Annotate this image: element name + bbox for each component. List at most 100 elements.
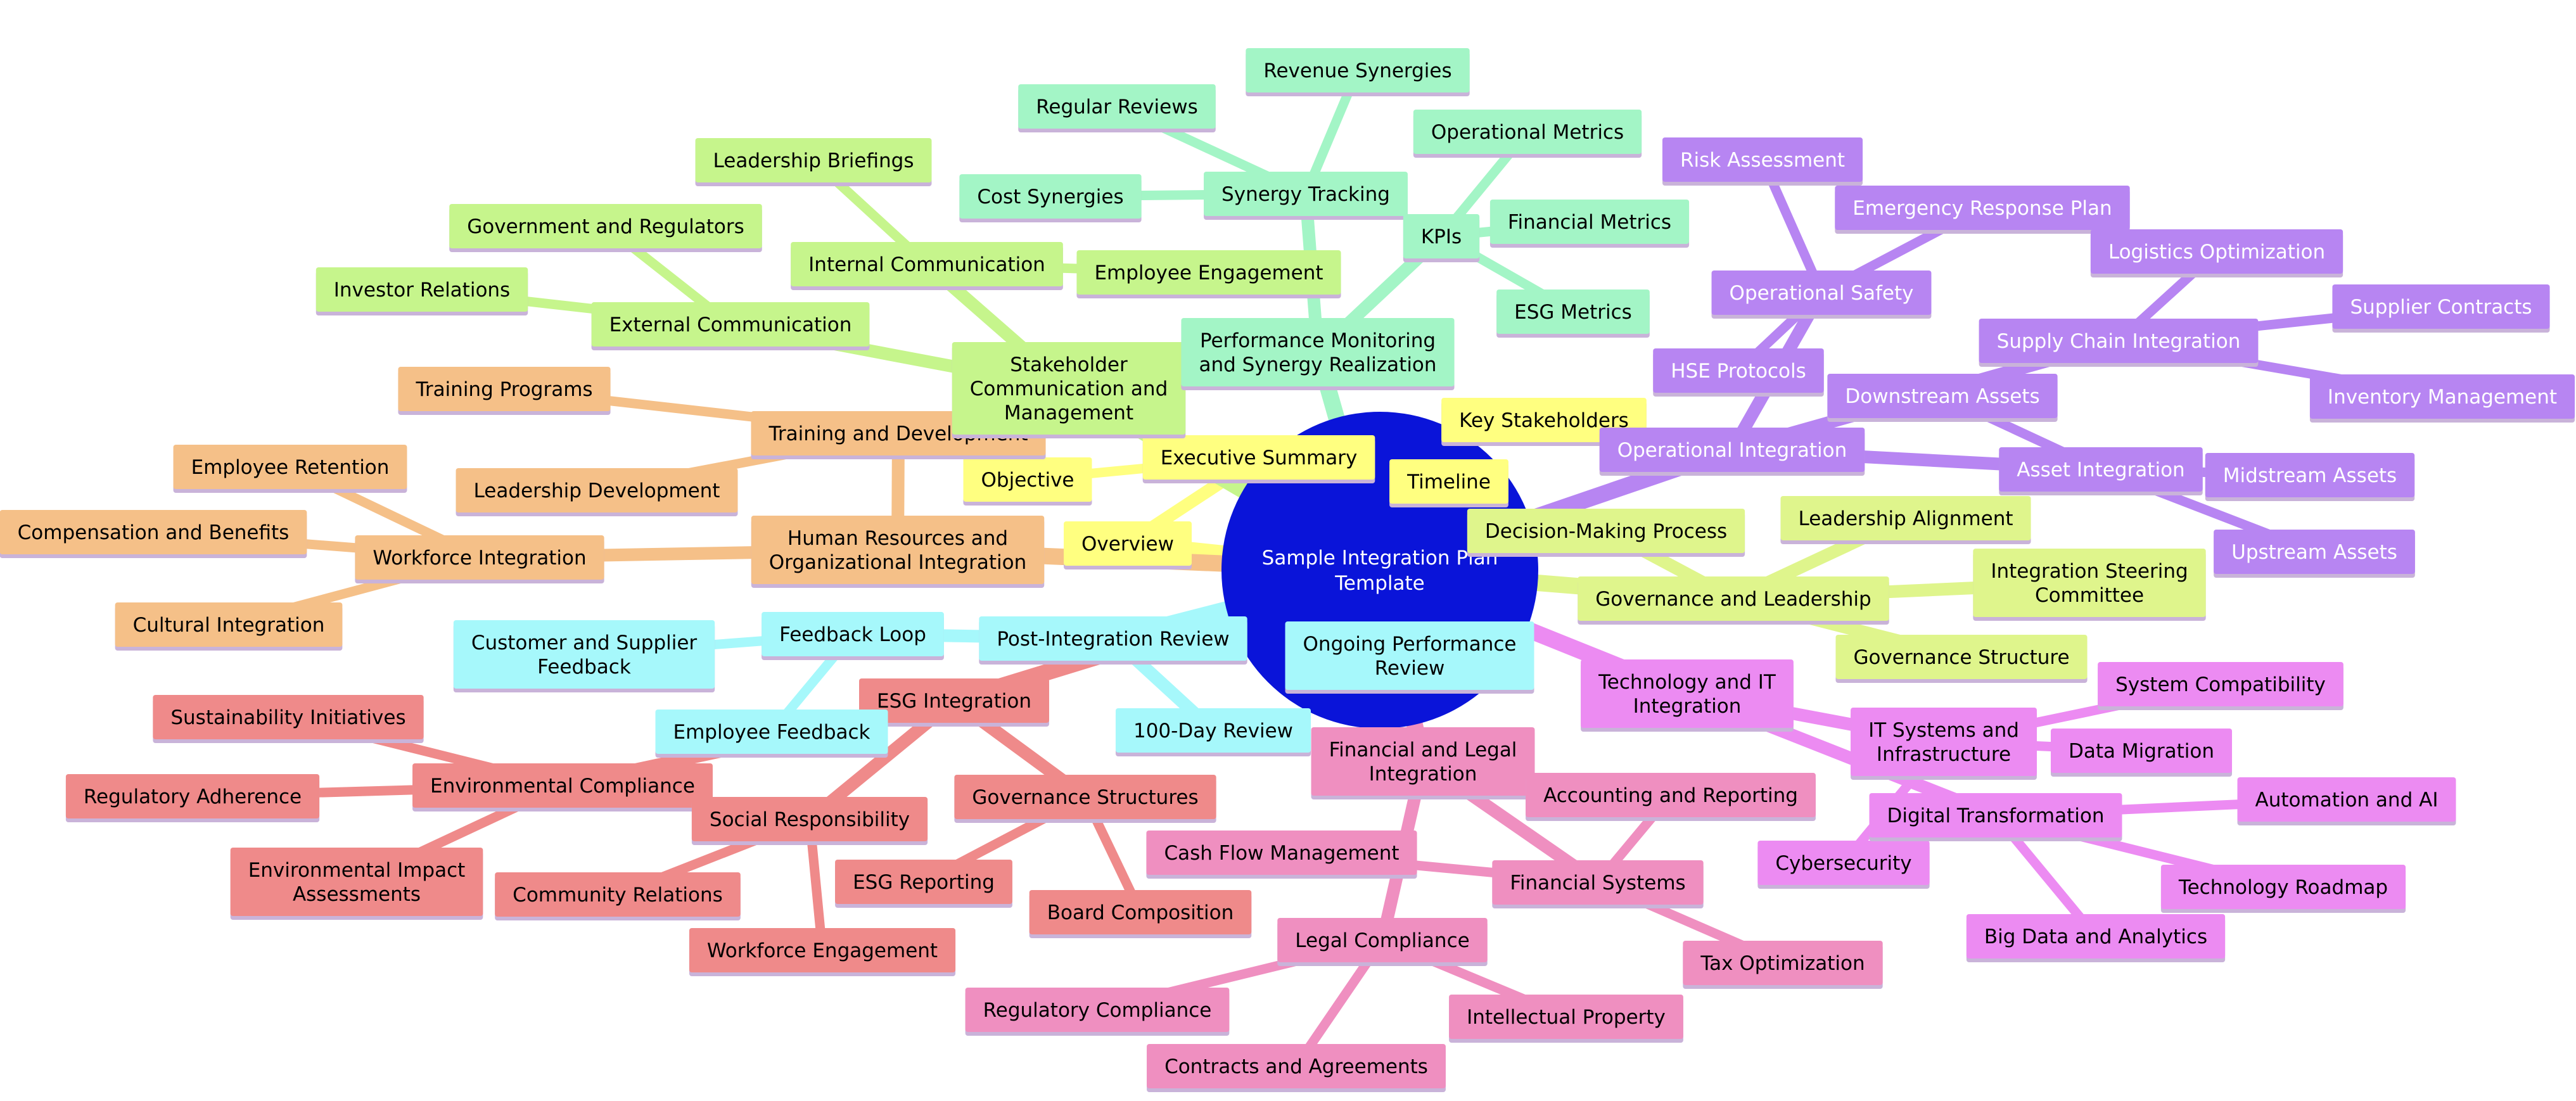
node-box [959,174,1142,219]
node-employee-feedback: Employee Feedback [655,710,888,758]
node-box [1966,914,2226,958]
node-big-data: Big Data and Analytics [1966,914,2226,962]
node-esg-reporting: ESG Reporting [835,860,1012,908]
node-workforce-engagement: Workforce Engagement [689,928,956,976]
node-box [1064,521,1192,566]
node-box [316,267,528,312]
node-leadership-dev: Leadership Development [456,468,738,516]
node-synergy-tracking: Synergy Tracking [1204,172,1408,220]
node-box [1147,1044,1446,1088]
node-asset-integration: Asset Integration [1999,447,2203,495]
node-box [1578,576,1889,621]
node-box [355,535,604,580]
node-employee-engagement: Employee Engagement [1076,250,1341,298]
node-box [1403,214,1480,258]
node-operational: Operational Integration [1599,428,1865,476]
node-esg-metrics: ESG Metrics [1496,290,1650,338]
node-regulatory-adherence: Regulatory Adherence [65,774,320,822]
node-box [0,510,307,554]
node-regular-reviews: Regular Reviews [1018,84,1216,132]
node-community-relations: Community Relations [495,872,741,920]
node-box [954,775,1216,819]
node-emergency-response: Emergency Response Plan [1835,186,2130,234]
node-supplier-contracts: Supplier Contracts [2332,284,2550,333]
node-operational-safety: Operational Safety [1711,270,1932,319]
node-box [1526,773,1816,817]
node-box [1711,270,1932,315]
node-environmental-compliance: Environmental Compliance [412,763,713,811]
node-box [230,848,483,916]
node-intellectual-property: Intellectual Property [1449,995,1683,1043]
node-day100-review: 100-Day Review [1115,708,1311,756]
node-internal-comm: Internal Communication [791,242,1063,290]
node-box [791,242,1063,286]
node-box [65,774,320,818]
node-regulatory-compliance: Regulatory Compliance [965,988,1230,1036]
node-kpis: KPIs [1403,214,1480,262]
node-box [1076,250,1341,295]
node-box [1973,549,2206,617]
node-box [2160,865,2406,909]
node-tax-optimization: Tax Optimization [1683,941,1883,989]
node-box [1581,659,1794,728]
node-box [1204,172,1408,216]
node-compensation: Compensation and Benefits [0,510,307,558]
node-box [859,678,1049,723]
node-box [1018,84,1216,129]
node-financial-metrics: Financial Metrics [1489,200,1690,248]
node-box [2237,777,2456,822]
node-governance-structures: Governance Structures [954,775,1216,823]
node-box [979,616,1247,661]
node-box [449,204,762,248]
node-box [2205,453,2415,497]
node-box [1827,374,2058,418]
node-box [1780,496,2031,540]
node-upstream: Upstream Assets [2214,530,2415,578]
node-box [1599,428,1865,472]
node-decision-making: Decision-Making Process [1467,509,1745,557]
node-box [2332,284,2550,329]
node-box [398,367,611,411]
node-governance: Governance and Leadership [1578,576,1889,625]
node-box [2050,729,2233,773]
node-overview: Overview [1064,521,1192,570]
node-legal-compliance: Legal Compliance [1277,918,1488,966]
node-box [689,928,956,972]
node-board-composition: Board Composition [1029,890,1252,938]
node-midstream: Midstream Assets [2205,453,2415,501]
node-operational-metrics: Operational Metrics [1413,110,1642,158]
node-supply-chain: Supply Chain Integration [1979,319,2259,367]
node-automation-ai: Automation and AI [2237,777,2456,825]
node-box [591,302,870,347]
node-social-responsibility: Social Responsibility [691,797,928,845]
node-box [1389,459,1508,504]
node-box [1851,708,2037,776]
node-box [1757,841,1930,885]
node-box [1979,319,2259,363]
node-system-compat: System Compatibility [2098,662,2343,710]
node-box [695,138,932,182]
node-sustainability: Sustainability Initiatives [153,695,424,743]
node-box [115,602,343,647]
node-box [965,988,1230,1032]
node-box [2098,662,2343,706]
node-box [412,763,713,808]
node-employee-retention: Employee Retention [173,445,407,493]
node-box [1489,200,1690,244]
node-box [153,695,424,739]
node-governance-structure: Governance Structure [1835,635,2088,683]
node-box [1413,110,1642,154]
node-box [963,457,1092,502]
node-box [762,612,944,656]
node-workforce-integration: Workforce Integration [355,535,604,583]
node-box [1496,290,1650,334]
node-cultural-integration: Cultural Integration [115,602,343,651]
node-box [453,620,715,689]
node-box [952,342,1186,435]
node-accounting: Accounting and Reporting [1526,773,1816,821]
node-box [1285,621,1534,690]
